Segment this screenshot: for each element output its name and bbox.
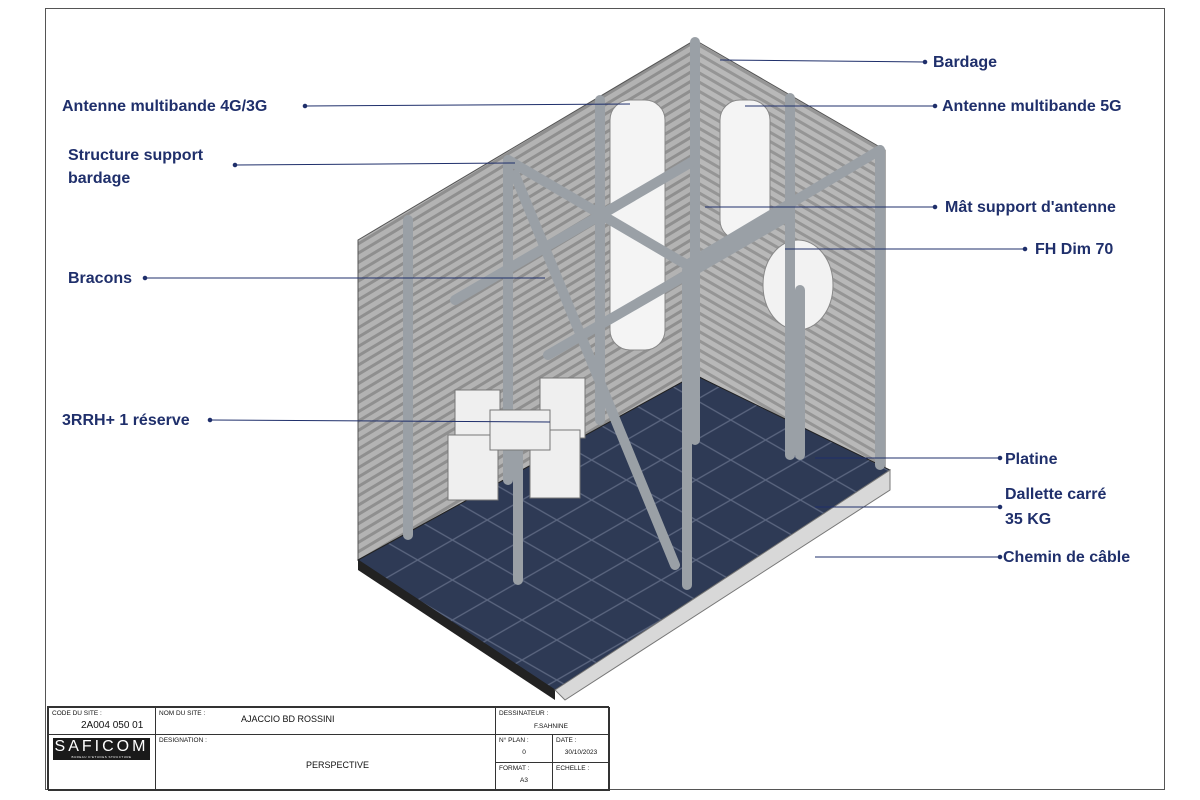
dessinateur-value: F.SAHNINE	[534, 723, 568, 730]
designation-label: DESIGNATION :	[159, 737, 207, 744]
label-platine: Platine	[1005, 451, 1058, 468]
label-chemin-cable: Chemin de câble	[1003, 549, 1131, 566]
label-rrh: 3RRH+ 1 réserve	[62, 412, 190, 429]
label-antenne-5g: Antenne multibande 5G	[942, 98, 1122, 115]
label-dallette-line1: Dallette carré	[1005, 486, 1107, 503]
dessinateur-label: DESSINATEUR :	[499, 710, 549, 717]
label-structure-support-line1: Structure support	[68, 147, 204, 164]
plan-cell: N° PLAN : 0	[495, 734, 553, 763]
format-cell: FORMAT : A3	[495, 762, 553, 791]
label-mat-support: Mât support d'antenne	[945, 199, 1116, 216]
date-label: DATE :	[556, 737, 577, 744]
designation-value: PERSPECTIVE	[306, 760, 370, 770]
label-fh: FH Dim 70	[1035, 241, 1114, 258]
code-site-cell: CODE DU SITE : 2A004 050 01	[48, 707, 156, 735]
nom-site-label: NOM DU SITE :	[159, 710, 206, 717]
date-cell: DATE : 30/10/2023	[552, 734, 610, 763]
code-site-label: CODE DU SITE :	[52, 710, 102, 717]
cable-tray	[554, 469, 891, 701]
label-bardage: Bardage	[933, 54, 998, 71]
floor-edge	[358, 560, 555, 700]
echelle-cell: ECHELLE :	[552, 762, 610, 791]
title-block: CODE DU SITE : 2A004 050 01 NOM DU SITE …	[47, 706, 610, 791]
label-dallette-line2: 35 KG	[1005, 511, 1052, 528]
label-bracons: Bracons	[68, 270, 133, 287]
designation-cell: DESIGNATION : PERSPECTIVE	[155, 734, 496, 791]
leader-lines	[142, 59, 1028, 560]
format-value: A3	[520, 777, 528, 784]
plan-label: N° PLAN :	[499, 737, 529, 744]
format-label: FORMAT :	[499, 765, 530, 772]
label-antenne-4g3g: Antenne multibande 4G/3G	[62, 98, 268, 115]
echelle-label: ECHELLE :	[556, 765, 590, 772]
code-site-value: 2A004 050 01	[81, 720, 144, 731]
nom-site-cell: NOM DU SITE : AJACCIO BD ROSSINI	[155, 707, 496, 735]
plan-value: 0	[522, 749, 526, 756]
rrh-units	[447, 377, 586, 501]
date-value: 30/10/2023	[564, 749, 598, 756]
label-structure-support-line2: bardage	[68, 170, 131, 187]
dessinateur-cell: DESSINATEUR : F.SAHNINE	[495, 707, 610, 735]
nom-site-value: AJACCIO BD ROSSINI	[241, 714, 335, 724]
